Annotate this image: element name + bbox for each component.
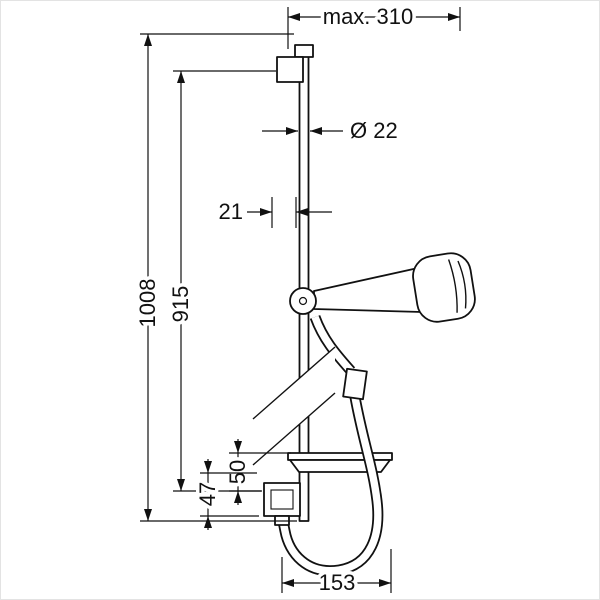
hand-shower <box>289 252 476 323</box>
dimension-fixing-height: 915 <box>165 70 276 492</box>
top-wall-bracket <box>276 56 304 83</box>
break-line-1 <box>252 346 336 420</box>
head-body <box>412 252 476 323</box>
dimension-outlet-height: 47 <box>192 459 259 530</box>
hose-core <box>279 396 382 575</box>
hose-nut-body <box>342 367 368 401</box>
wall-outlet <box>263 482 301 517</box>
dimension-hose-loop-width: 153 <box>281 549 392 599</box>
spray-face-lines <box>447 259 467 313</box>
dimension-rail-diameter: Ø 22 <box>262 115 401 147</box>
shower-hose-lower <box>277 396 384 577</box>
hose-core <box>311 315 354 374</box>
hand-shower-handle <box>313 267 423 313</box>
dimension-overall-height: 1008 <box>132 33 297 522</box>
dim-rail-offset-label: 21 <box>219 199 243 224</box>
slider-knob-center <box>298 296 308 306</box>
dimension-max-reach: max. 310 <box>287 1 461 49</box>
wall-outlet-detail <box>270 489 294 510</box>
dim-hose-loop-width-label: 153 <box>319 570 356 595</box>
hand-shower-head <box>412 252 476 323</box>
dim-fixing-height-label: 915 <box>168 286 193 323</box>
dim-max-reach-label: max. 310 <box>323 4 414 29</box>
soap-dish-rim <box>287 452 393 461</box>
dimension-rail-offset: 21 <box>215 196 332 228</box>
break-mask <box>253 347 335 465</box>
dim-outlet-height-label: 47 <box>195 482 220 506</box>
dim-dish-height-label: 50 <box>225 460 250 484</box>
rail-top-cap <box>294 44 314 58</box>
dim-rail-diameter-label: Ø 22 <box>350 118 398 143</box>
dimension-dish-height: 50 <box>222 439 291 505</box>
dim-overall-height-label: 1008 <box>135 279 160 328</box>
shower-rail <box>298 45 310 522</box>
shower-hose-upper <box>309 315 356 375</box>
hose-nut <box>342 367 368 401</box>
